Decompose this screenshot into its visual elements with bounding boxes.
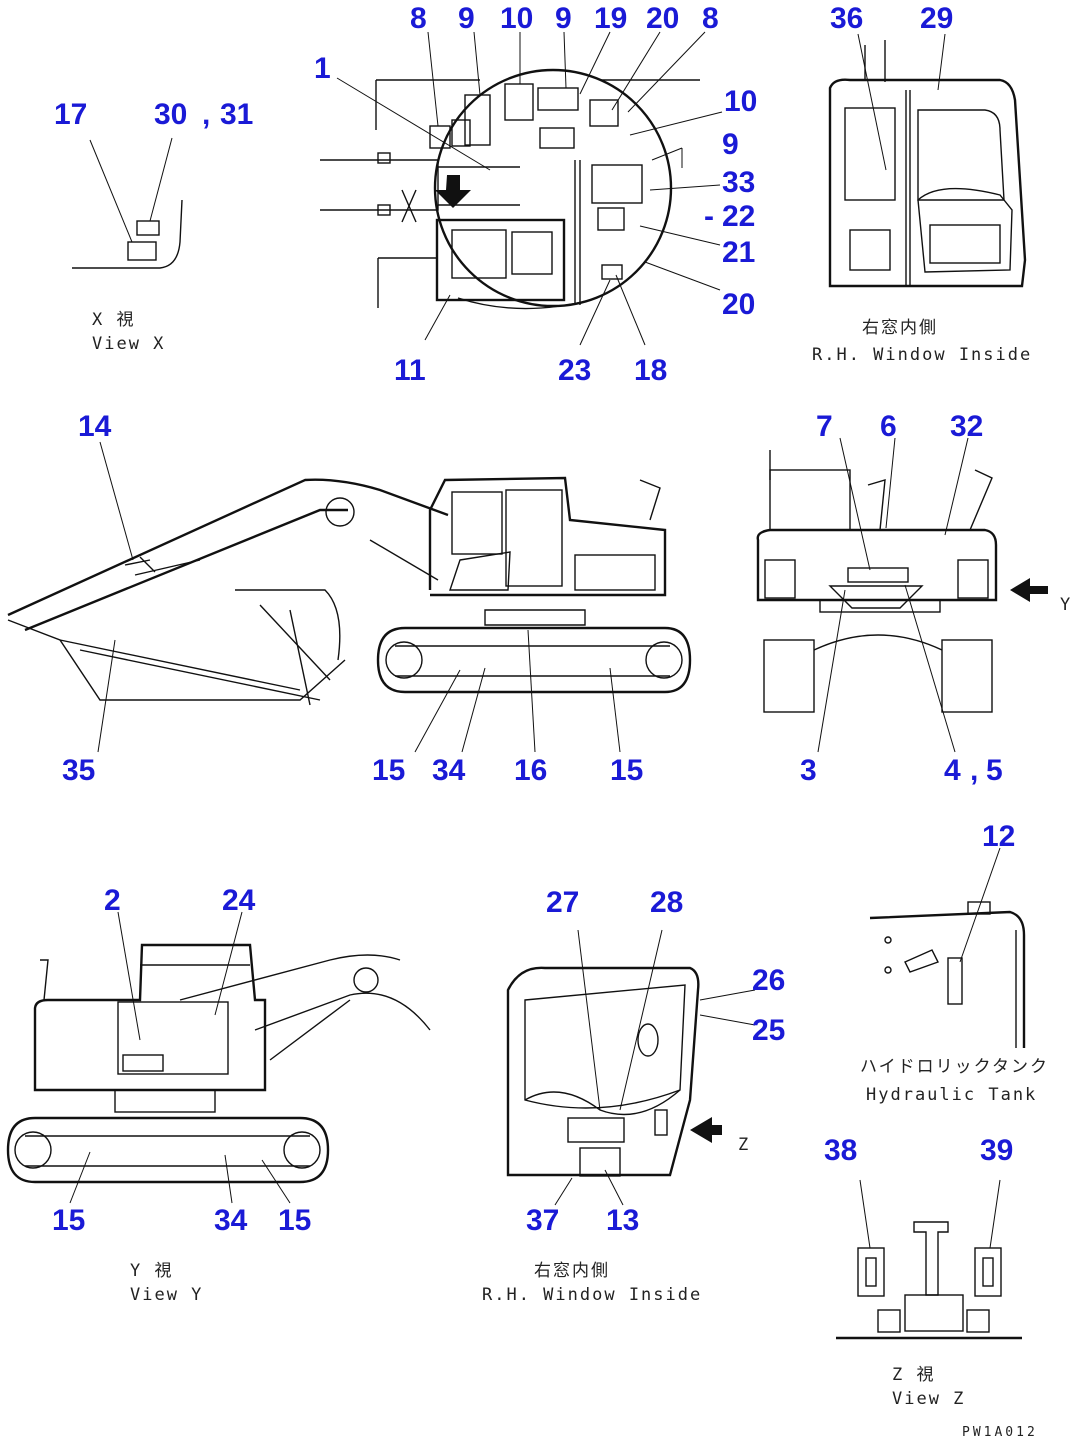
label-14: 14 [78, 410, 112, 443]
label-20: 20 [646, 2, 679, 35]
caption-view-x-jp: X 視 [92, 310, 135, 330]
label-16: 16 [514, 754, 547, 787]
label-39: 39 [980, 1134, 1013, 1167]
label-1: 1 [314, 52, 331, 85]
label-3: 3 [800, 754, 817, 787]
label-38: 38 [824, 1134, 857, 1167]
label-9: 9 [458, 2, 475, 35]
caption-view-y-en: View Y [130, 1285, 203, 1305]
label-6: 6 [880, 410, 897, 443]
label-10: 10 [724, 85, 757, 118]
caption-rh-window-bottom-jp: 右窓内側 [534, 1261, 610, 1281]
label-22: 22 [722, 200, 755, 233]
label-7: 7 [816, 410, 833, 443]
label-27: 27 [546, 886, 579, 919]
label-37: 37 [526, 1204, 559, 1237]
label-19: 19 [594, 2, 627, 35]
arrow-label-y: Y [1060, 595, 1072, 615]
label-30: 30 [154, 98, 187, 131]
label-2: 2 [104, 884, 121, 917]
rh-window-top-drawing [828, 33, 1027, 288]
caption-rh-window-top-jp: 右窓内側 [862, 318, 938, 338]
caption-view-z-en: View Z [892, 1389, 965, 1409]
side-view-drawing [7, 441, 692, 753]
label-28: 28 [650, 886, 683, 919]
top-view-drawing [320, 31, 723, 346]
label-dash: - [704, 200, 714, 233]
label-10: 10 [500, 2, 533, 35]
label-36: 36 [830, 2, 863, 35]
caption-view-x-en: View X [92, 334, 165, 354]
label-15: 15 [278, 1204, 311, 1237]
label-21: 21 [722, 236, 755, 269]
label-13: 13 [606, 1204, 639, 1237]
label-15: 15 [610, 754, 643, 787]
label-11: 11 [394, 354, 426, 387]
rh-window-bottom-drawing [506, 929, 756, 1206]
caption-hydraulic-tank-en: Hydraulic Tank [866, 1085, 1037, 1105]
label-24: 24 [222, 884, 256, 917]
label-35: 35 [62, 754, 95, 787]
view-y-drawing [6, 911, 431, 1204]
arrow-label-z: Z [738, 1135, 750, 1155]
view-x-drawing [72, 137, 183, 269]
label-5: 5 [986, 754, 1003, 787]
label-9: 9 [555, 2, 572, 35]
label-34: 34 [432, 754, 466, 787]
label-15: 15 [372, 754, 405, 787]
label-8: 8 [410, 2, 427, 35]
label-15: 15 [52, 1204, 85, 1237]
label-34: 34 [214, 1204, 248, 1237]
label-18: 18 [634, 354, 667, 387]
label-sep-view-x: , [202, 98, 210, 131]
rear-view-drawing [756, 437, 1048, 753]
label-31: 31 [220, 98, 253, 131]
label-32: 32 [950, 410, 983, 443]
label-25: 25 [752, 1014, 785, 1047]
caption-hydraulic-tank-jp: ハイドロリックタンク [860, 1057, 1049, 1077]
label-sep-rear-view: , [970, 754, 978, 787]
caption-view-z-jp: Z 視 [892, 1365, 935, 1385]
caption-rh-window-bottom-en: R.H. Window Inside [482, 1285, 702, 1305]
view-z-drawing [836, 1179, 1022, 1340]
drawing-code: PW1A012 [962, 1425, 1038, 1440]
label-23: 23 [558, 354, 591, 387]
label-9: 9 [722, 128, 739, 161]
label-12: 12 [982, 820, 1015, 853]
label-33: 33 [722, 166, 755, 199]
label-29: 29 [920, 2, 953, 35]
label-20: 20 [722, 288, 755, 321]
label-17: 17 [54, 98, 87, 131]
caption-view-y-jp: Y 視 [130, 1261, 173, 1281]
label-26: 26 [752, 964, 785, 997]
hydraulic-tank-drawing [869, 847, 1026, 1048]
label-8: 8 [702, 2, 719, 35]
caption-rh-window-top-en: R.H. Window Inside [812, 345, 1032, 365]
label-4: 4 [944, 754, 961, 787]
